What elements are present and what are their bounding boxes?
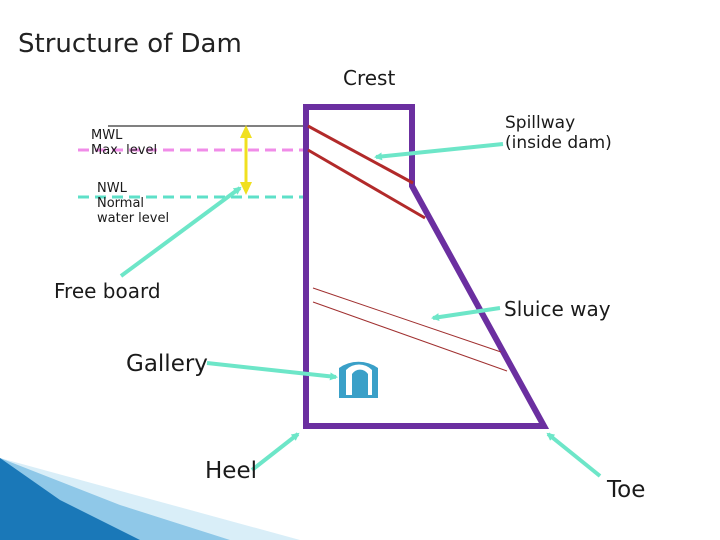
free-board-label: Free board — [54, 279, 161, 303]
spillway-arrow — [374, 142, 504, 161]
mwl-label: MWL Max. level — [91, 128, 158, 158]
spillway-channel — [307, 124, 426, 220]
slide-corner-accent — [0, 458, 300, 540]
gallery-shape — [339, 361, 378, 398]
heel-label: Heel — [205, 458, 257, 484]
spillway-label: Spillway (inside dam) — [505, 113, 612, 154]
heel-arrow — [250, 432, 300, 472]
nwl-label: NWL Normal water level — [97, 181, 170, 226]
sluice-way-label: Sluice way — [504, 297, 611, 321]
slide-title: Structure of Dam — [18, 29, 242, 59]
sluice-way-channel — [312, 287, 508, 372]
toe-label: Toe — [607, 477, 646, 503]
sluice-way-arrow — [431, 306, 501, 322]
toe-arrow — [546, 432, 602, 478]
free-board-marker — [240, 125, 252, 195]
crest-label: Crest — [343, 66, 396, 90]
free-board-arrow — [119, 186, 242, 278]
gallery-label: Gallery — [126, 351, 208, 377]
gallery-arrow — [206, 361, 338, 381]
